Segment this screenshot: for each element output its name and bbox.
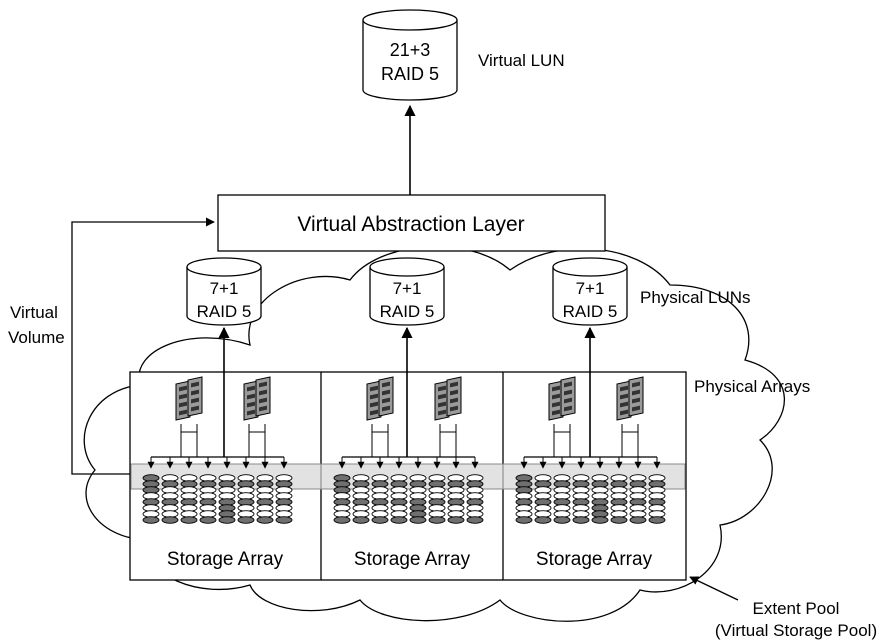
array-3-controller-card-2	[560, 376, 576, 417]
extent-pool-subtitle: (Virtual Storage Pool)	[715, 621, 877, 640]
physical-lun-3-raid-count: 7+1	[576, 279, 605, 298]
virtual-volume-line2: Volume	[8, 328, 65, 347]
array-1-disk-2-platter-8	[161, 516, 179, 524]
physical-lun-1-raid-level: RAID 5	[197, 302, 252, 321]
extent-pool-pointer	[689, 576, 739, 601]
physical-lun-cylinder-3: 7+1 RAID 5	[552, 257, 628, 326]
virtual-lun-label: Virtual LUN	[478, 51, 565, 70]
virtual-lun-cylinder: 21+3 RAID 5	[362, 9, 458, 101]
storage-array-label-1: Storage Array	[167, 549, 284, 570]
virtual-abstraction-layer-box	[217, 194, 606, 252]
array-2-disk-4-platter-8	[390, 516, 408, 524]
physical-lun-2-raid-level: RAID 5	[380, 302, 435, 321]
virtual-lun-raid-count: 21+3	[390, 40, 431, 60]
physical-luns-label: Physical LUNs	[640, 288, 751, 307]
physical-lun-cylinder-2: 7+1 RAID 5	[369, 257, 445, 326]
array-1-disk-5-platter-8	[218, 516, 236, 524]
extent-pool-label: Extent Pool	[753, 599, 840, 618]
array-3-disk-3-platter-8	[553, 516, 571, 524]
array-3-disk-2-platter-8	[534, 516, 552, 524]
array-1-controller-card-4	[255, 376, 271, 417]
array-2-disk-3-platter-8	[371, 516, 389, 524]
array-1-disk-4-platter-8	[199, 516, 217, 524]
array-1-disk-1-platter-8	[142, 516, 160, 524]
array-3-disk-8-platter-8	[648, 516, 666, 524]
physical-arrays-label: Physical Arrays	[694, 377, 810, 396]
physical-lun-2-raid-count: 7+1	[393, 279, 422, 298]
storage-array-label-3: Storage Array	[536, 549, 653, 570]
virtual-volume-line1: Virtual	[10, 303, 58, 322]
virtual-abstraction-layer-label: Virtual Abstraction Layer	[297, 213, 524, 236]
physical-lun-cylinder-1: 7+1 RAID 5	[186, 257, 262, 326]
array-2-disk-2-platter-8	[352, 516, 370, 524]
array-1-disk-3-platter-8	[180, 516, 198, 524]
array-3-disk-4-platter-8	[572, 516, 590, 524]
array-2-disk-5-platter-8	[409, 516, 427, 524]
array-2-disk-8-platter-8	[466, 516, 484, 524]
virtual-volume-connector	[71, 217, 215, 475]
array-1-disk-8-platter-8	[275, 516, 293, 524]
array-2-disk-6-platter-8	[428, 516, 446, 524]
array-2-controller-card-2	[378, 376, 394, 417]
array-2-controller-card-4	[446, 376, 462, 417]
physical-lun-1-raid-count: 7+1	[210, 279, 239, 298]
storage-array-label-2: Storage Array	[354, 549, 471, 570]
array-2-disk-1-platter-8	[333, 516, 351, 524]
array-3-disk-7-platter-8	[629, 516, 647, 524]
array-3-disk-1-platter-8	[515, 516, 533, 524]
array-1-disk-7-platter-8	[256, 516, 274, 524]
array-2-disk-7-platter-8	[447, 516, 465, 524]
array-3-controller-card-3	[616, 380, 632, 421]
array-1-controller-card-2	[187, 376, 203, 417]
array-3-disk-6-platter-8	[610, 516, 628, 524]
arrays-layer	[130, 326, 686, 524]
virtual-lun-raid-level: RAID 5	[381, 64, 439, 84]
array-1-disk-6-platter-8	[237, 516, 255, 524]
array-3-controller-card-4	[628, 376, 644, 417]
physical-lun-3-raid-level: RAID 5	[563, 302, 618, 321]
array-3-disk-5-platter-8	[591, 516, 609, 524]
